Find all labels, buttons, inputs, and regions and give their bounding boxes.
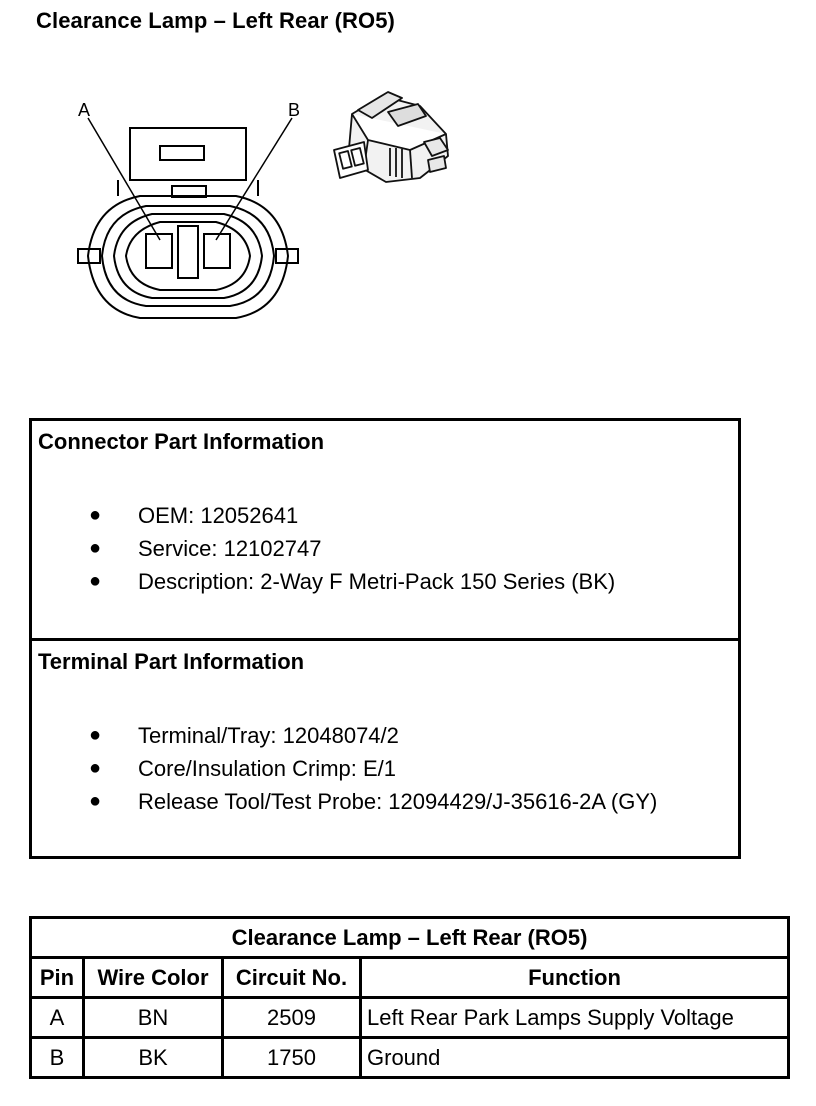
connector-service: Service: 12102747 [138, 536, 322, 561]
column-header-pin: Pin [29, 956, 85, 999]
function-cell: Ground [359, 1036, 790, 1079]
column-header-function: Function [359, 956, 790, 999]
circuit-no-cell: 2509 [221, 996, 362, 1039]
wire-color-cell: BN [82, 996, 224, 1039]
table-row: A BN 2509 Left Rear Park Lamps Supply Vo… [29, 996, 790, 1039]
bullet-icon: ● [89, 504, 102, 526]
pin-cell: A [29, 996, 85, 1039]
pin-table: Clearance Lamp – Left Rear (RO5) Pin Wir… [29, 916, 790, 1079]
bullet-icon: ● [89, 724, 102, 746]
bullet-icon: ● [89, 757, 102, 779]
connector-part-info-heading: Connector Part Information [38, 429, 325, 454]
circuit-no-cell: 1750 [221, 1036, 362, 1079]
pin-table-title: Clearance Lamp – Left Rear (RO5) [29, 916, 790, 959]
terminal-part-info-heading: Terminal Part Information [38, 649, 305, 674]
terminal-part-info-section: Terminal Part Information ● Terminal/Tra… [32, 641, 738, 856]
pin-a-label: A [78, 100, 90, 120]
connector-isometric-image [333, 91, 449, 183]
wire-color-cell: BK [82, 1036, 224, 1079]
pin-b-leader [215, 117, 293, 241]
bullet-icon: ● [89, 570, 102, 592]
page-title: Clearance Lamp – Left Rear (RO5) [36, 8, 395, 33]
part-information-box: Connector Part Information ● OEM: 120526… [29, 418, 741, 859]
column-header-circuit-no: Circuit No. [221, 956, 362, 999]
pin-cell: B [29, 1036, 85, 1079]
column-header-wire-color: Wire Color [82, 956, 224, 999]
pin-table-title-row: Clearance Lamp – Left Rear (RO5) [29, 916, 790, 959]
release-tool-test-probe: Release Tool/Test Probe: 12094429/J-3561… [138, 789, 658, 814]
bullet-icon: ● [89, 790, 102, 812]
pin-table-header-row: Pin Wire Color Circuit No. Function [29, 956, 790, 999]
function-cell: Left Rear Park Lamps Supply Voltage [359, 996, 790, 1039]
pin-b-label: B [288, 100, 300, 120]
connector-part-info-section: Connector Part Information ● OEM: 120526… [32, 421, 738, 641]
terminal-tray: Terminal/Tray: 12048074/2 [138, 723, 399, 748]
bullet-icon: ● [89, 537, 102, 559]
connector-face-diagram: A B [77, 100, 300, 319]
core-insulation-crimp: Core/Insulation Crimp: E/1 [138, 756, 396, 781]
table-row: B BK 1750 Ground [29, 1036, 790, 1079]
pin-a-leader [87, 117, 161, 241]
connector-description: Description: 2-Way F Metri-Pack 150 Seri… [138, 569, 616, 594]
connector-oem: OEM: 12052641 [138, 503, 299, 528]
